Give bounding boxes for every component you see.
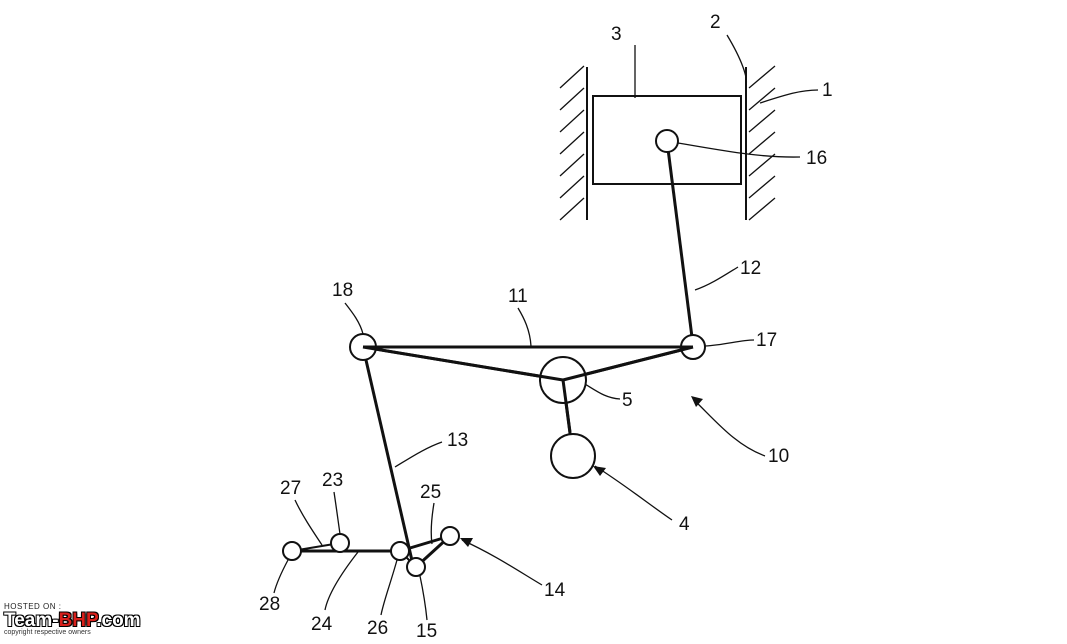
cylinder-wall-right [745, 65, 776, 221]
cylinder-wall-left [559, 65, 588, 221]
label-27: 27 [280, 478, 301, 499]
label-3: 3 [611, 24, 622, 45]
piston-pin [655, 129, 679, 153]
label-14: 14 [544, 580, 566, 601]
label-16: 16 [806, 148, 827, 169]
label-17: 17 [756, 330, 777, 351]
label-12: 12 [740, 258, 761, 279]
label-18: 18 [332, 280, 353, 301]
label-25: 25 [420, 482, 441, 503]
watermark-copyright: copyright respective owners [4, 629, 91, 636]
label-28: 28 [259, 594, 280, 615]
watermark-hosted: HOSTED ON : [4, 602, 62, 611]
label-23: 23 [322, 470, 343, 491]
pin-28 [282, 541, 302, 561]
pin-25 [440, 526, 460, 546]
arrowhead-4 [593, 466, 606, 476]
watermark-brand: Team-BHP.com [4, 610, 141, 631]
pin-15 [406, 557, 426, 577]
arrowhead-10 [691, 396, 703, 407]
leader-lines [273, 34, 819, 621]
watermark: HOSTED ON : Team-BHP.com copyright respe… [4, 602, 204, 644]
label-10: 10 [768, 446, 789, 467]
label-26: 26 [367, 618, 388, 639]
label-13: 13 [447, 430, 468, 451]
pin-23 [330, 533, 350, 553]
label-2: 2 [710, 12, 721, 33]
label-1: 1 [822, 80, 833, 101]
label-5: 5 [622, 390, 633, 411]
arrowhead-14 [460, 538, 473, 547]
label-15: 15 [416, 621, 437, 642]
actuator-linkage [291, 534, 452, 569]
piston [592, 95, 742, 185]
label-24: 24 [311, 614, 333, 635]
crankshaft [550, 433, 596, 479]
pin-26 [390, 541, 410, 561]
label-4: 4 [679, 514, 690, 535]
label-11: 11 [508, 286, 528, 307]
upper-link [665, 140, 695, 346]
control-link [361, 346, 415, 566]
